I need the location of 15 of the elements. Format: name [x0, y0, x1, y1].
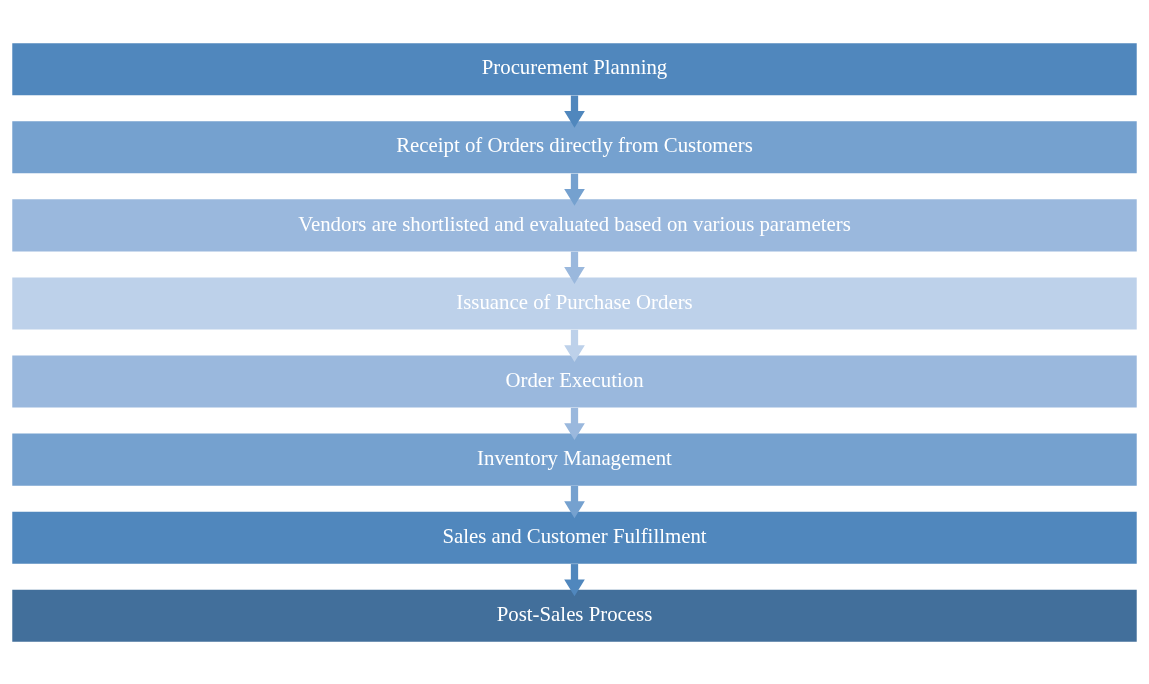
node-box: Order Execution [12, 355, 1137, 408]
arrow [564, 251, 585, 284]
node-box: Inventory Management [12, 433, 1137, 486]
arrow [564, 173, 585, 206]
node-box: Sales and Customer Fulfillment [12, 511, 1137, 564]
arrow [564, 407, 585, 440]
node-box: Procurement Planning [12, 42, 1137, 95]
arrow [564, 95, 585, 128]
node-box: Receipt of Orders directly from Customers [12, 120, 1137, 173]
arrow [564, 485, 585, 518]
node-box: Vendors are shortlisted and evaluated based on various parameters [12, 198, 1137, 251]
arrow [564, 563, 585, 596]
node-box: Issuance of Purchase Orders [12, 276, 1137, 329]
arrow [564, 329, 585, 362]
node-box: Post-Sales Process [12, 589, 1137, 642]
